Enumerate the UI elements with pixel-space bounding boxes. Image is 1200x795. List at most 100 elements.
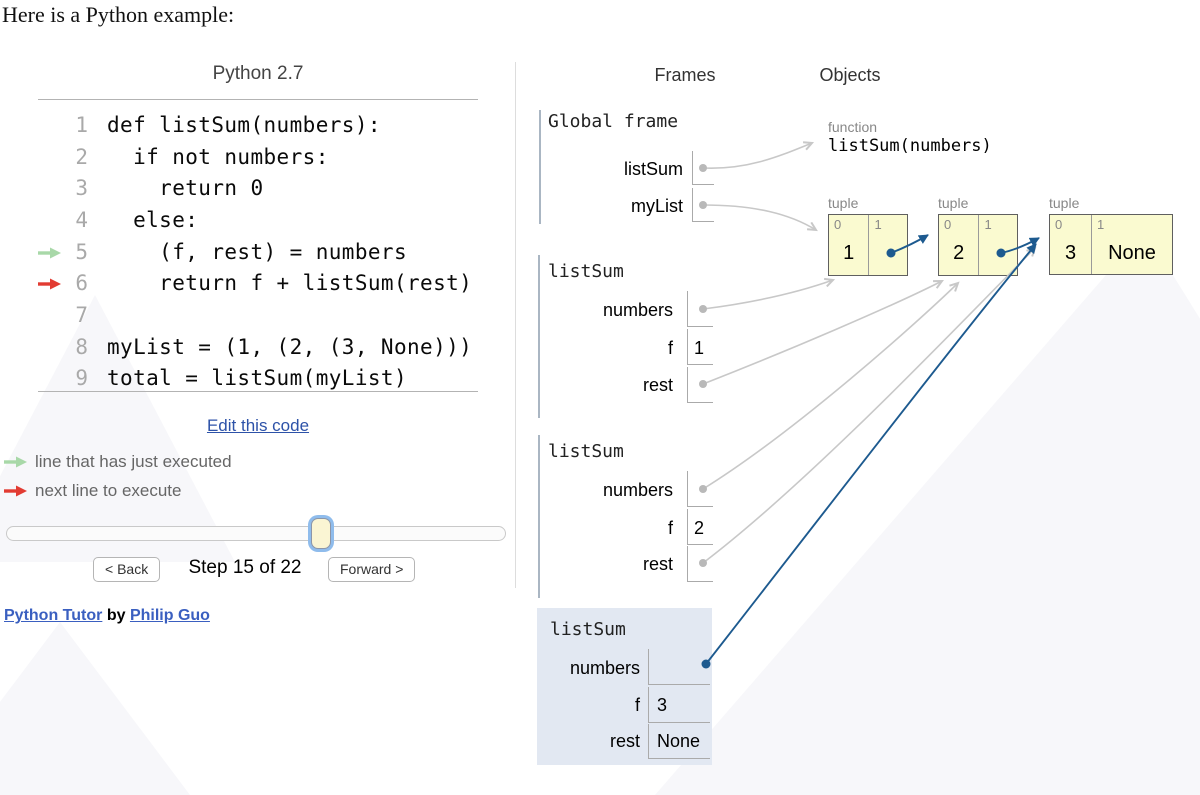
frames-header: Frames bbox=[654, 65, 716, 85]
tuple1-cell-1: 1 bbox=[868, 215, 907, 275]
var-value-box bbox=[687, 367, 713, 403]
code-bottom-divider bbox=[38, 391, 478, 392]
legend-next-to-execute: next line to execute bbox=[2, 481, 181, 501]
code-text: else: bbox=[107, 208, 199, 232]
arrow-frame3-numbers-to-tuple3 bbox=[705, 243, 1037, 665]
line-number: 1 bbox=[75, 113, 88, 137]
line-number: 5 bbox=[75, 240, 88, 264]
code-line-7: 7 bbox=[0, 300, 490, 332]
panel-divider bbox=[515, 62, 516, 588]
cell-value: 3 bbox=[1064, 242, 1077, 264]
code-text: if not numbers: bbox=[107, 145, 329, 169]
code-line-2: 2 if not numbers: bbox=[0, 142, 490, 174]
var-name-numbers: numbers bbox=[569, 658, 640, 678]
next-line-arrow-icon bbox=[4, 485, 27, 497]
tuple3-object: 0 3 1 None bbox=[1049, 214, 1173, 275]
forward-button[interactable]: Forward > bbox=[328, 557, 416, 582]
var-name-numbers: numbers bbox=[602, 480, 673, 500]
frame2-border bbox=[538, 435, 540, 598]
legend-text: next line to execute bbox=[35, 481, 182, 500]
cell-index: 1 bbox=[874, 217, 882, 232]
var-value-box bbox=[687, 329, 713, 365]
var-value: 1 bbox=[694, 338, 705, 358]
var-name-f: f bbox=[667, 518, 673, 538]
credit-connector: by bbox=[106, 607, 126, 624]
frame3-highlight bbox=[537, 608, 712, 765]
var-name-rest: rest bbox=[609, 731, 640, 751]
code-line-6: 6 return f + listSum(rest) bbox=[0, 268, 490, 300]
tuple2-type-label: tuple bbox=[938, 195, 969, 211]
var-value-box bbox=[692, 188, 714, 222]
tuple3-cell-0: 0 3 bbox=[1050, 215, 1091, 274]
var-name-f: f bbox=[667, 338, 673, 358]
step-slider-thumb[interactable] bbox=[311, 518, 331, 549]
cell-value: 1 bbox=[843, 242, 855, 264]
tuple1-object: 0 1 1 bbox=[828, 214, 908, 276]
var-name-listSum: listSum bbox=[623, 159, 683, 179]
line-number: 8 bbox=[75, 335, 88, 359]
var-name-f: f bbox=[634, 695, 640, 715]
arrow-global-listSum-to-function bbox=[702, 141, 815, 169]
code-text: def listSum(numbers): bbox=[107, 113, 381, 137]
frame1-border bbox=[538, 255, 540, 418]
var-value-box bbox=[687, 471, 713, 507]
frame1-label: listSum bbox=[548, 261, 624, 282]
line-number: 9 bbox=[75, 366, 88, 390]
line-number: 4 bbox=[75, 208, 88, 232]
var-value: 2 bbox=[694, 518, 705, 538]
var-name-myList: myList bbox=[630, 196, 683, 216]
function-type-label: function bbox=[828, 119, 878, 135]
arrow-frame2-numbers-to-tuple2 bbox=[702, 281, 960, 490]
code-text: myList = (1, (2, (3, None))) bbox=[107, 335, 473, 359]
back-button[interactable]: < Back bbox=[93, 557, 161, 582]
legend-text: line that has just executed bbox=[35, 452, 232, 471]
just-executed-arrow-icon bbox=[4, 456, 27, 468]
code-line-9: 9 total = listSum(myList) bbox=[0, 363, 490, 395]
just-executed-arrow-icon bbox=[38, 247, 61, 259]
tuple2-cell-1: 1 bbox=[978, 215, 1017, 275]
watermark-triangle bbox=[655, 230, 1200, 795]
code-line-3: 3 return 0 bbox=[0, 173, 490, 205]
cell-index: 1 bbox=[984, 217, 992, 232]
var-value: 3 bbox=[657, 695, 668, 715]
cell-index: 0 bbox=[1055, 217, 1063, 232]
var-value-box bbox=[692, 151, 714, 185]
cell-value: 2 bbox=[953, 242, 965, 264]
code-line-1: 1 def listSum(numbers): bbox=[0, 110, 490, 142]
line-number: 2 bbox=[75, 145, 88, 169]
python-tutor-link[interactable]: Python Tutor bbox=[4, 607, 103, 624]
frame3-label: listSum bbox=[550, 619, 626, 640]
var-value-box bbox=[648, 649, 710, 685]
line-number: 7 bbox=[75, 303, 88, 327]
var-name-rest: rest bbox=[642, 375, 673, 395]
var-value-box bbox=[687, 509, 713, 545]
tuple3-type-label: tuple bbox=[1049, 195, 1080, 211]
tuple1-cell-0: 0 1 bbox=[829, 215, 868, 275]
global-frame-border bbox=[539, 110, 541, 224]
code-line-5: 5 (f, rest) = numbers bbox=[0, 237, 490, 269]
code-text: (f, rest) = numbers bbox=[107, 240, 407, 264]
cell-index: 0 bbox=[944, 217, 952, 232]
var-name-numbers: numbers bbox=[602, 300, 673, 320]
credit-line: Python Tutor by Philip Guo bbox=[4, 607, 210, 625]
code-top-divider bbox=[38, 99, 478, 100]
philip-guo-link[interactable]: Philip Guo bbox=[129, 607, 210, 624]
intro-text: Here is a Python example: bbox=[2, 2, 235, 27]
python-version-title: Python 2.7 bbox=[212, 63, 304, 84]
line-number: 3 bbox=[75, 176, 88, 200]
var-value-box bbox=[687, 291, 713, 327]
legend-just-executed: line that has just executed bbox=[2, 452, 232, 472]
edit-code-link[interactable]: Edit this code bbox=[206, 416, 310, 435]
tuple2-object: 0 2 1 bbox=[938, 214, 1018, 276]
code-text: return 0 bbox=[107, 176, 264, 200]
watermark-triangle bbox=[0, 622, 190, 795]
var-value-box bbox=[687, 546, 713, 582]
step-slider-track[interactable] bbox=[6, 526, 506, 541]
var-name-rest: rest bbox=[642, 554, 673, 574]
tuple3-cell-1: 1 None bbox=[1091, 215, 1172, 274]
arrow-frame1-rest-to-tuple2 bbox=[702, 279, 944, 385]
cell-index: 1 bbox=[1097, 217, 1105, 232]
cell-index: 0 bbox=[834, 217, 842, 232]
code-text: return f + listSum(rest) bbox=[107, 271, 473, 295]
